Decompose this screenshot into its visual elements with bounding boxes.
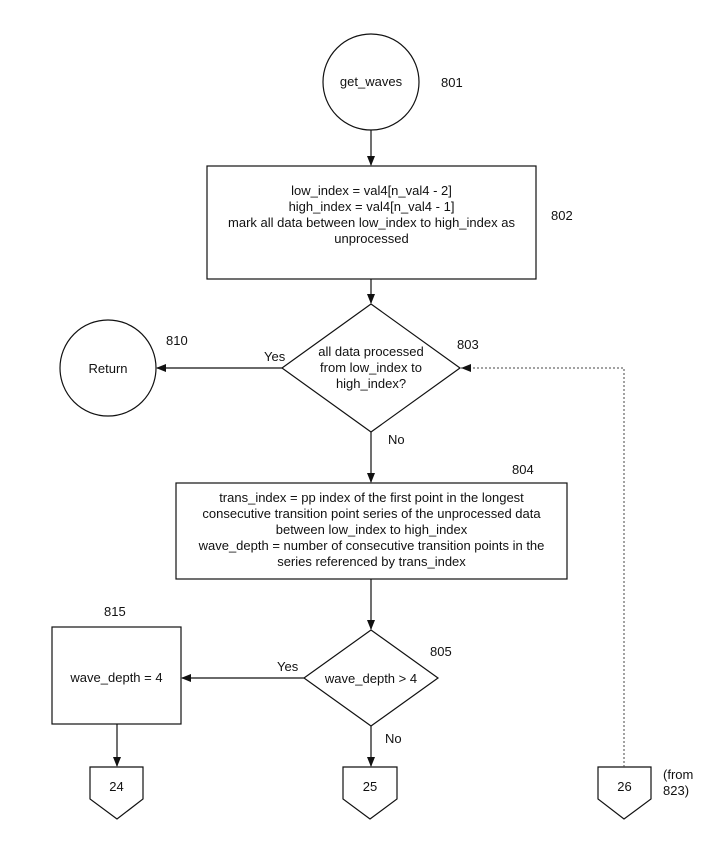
find-series-line-4: wave_depth = number of consecutive trans… [176,538,567,554]
ref-805: 805 [430,644,452,660]
init-process-text: low_index = val4[n_val4 - 2] high_index … [207,183,536,247]
return-node-label: Return [60,361,156,377]
start-node-label: get_waves [323,74,419,90]
ref-803: 803 [457,337,479,353]
edge-label-no-25: No [385,731,402,747]
connector-24-label: 24 [90,779,143,795]
edge-label-no-find: No [388,432,405,448]
connector-26-note-line-2: 823) [663,783,693,799]
connector-25-label: 25 [343,779,397,795]
ref-804: 804 [512,462,534,478]
init-line-2: high_index = val4[n_val4 - 1] [207,199,536,215]
processed-decision-line-1: all data processed [300,344,442,360]
init-line-1: low_index = val4[n_val4 - 2] [207,183,536,199]
edge-label-yes-return: Yes [264,349,285,365]
ref-801: 801 [441,75,463,91]
processed-decision-text: all data processed from low_index to hig… [300,344,442,392]
connector-26-label: 26 [598,779,651,795]
processed-decision-line-2: from low_index to [300,360,442,376]
find-series-line-5: series referenced by trans_index [176,554,567,570]
find-series-line-3: between low_index to high_index [176,522,567,538]
ref-802: 802 [551,208,573,224]
loop-back-arrowhead [461,364,471,372]
depth-decision-text: wave_depth > 4 [312,671,430,687]
find-series-line-1: trans_index = pp index of the first poin… [176,490,567,506]
find-series-line-2: consecutive transition point series of t… [176,506,567,522]
processed-decision-line-3: high_index? [300,376,442,392]
ref-810: 810 [166,333,188,349]
init-line-4: unprocessed [207,231,536,247]
connector-26-note-line-1: (from [663,767,693,783]
edge-label-yes-set: Yes [277,659,298,675]
connector-26-note: (from 823) [663,767,693,799]
init-line-3: mark all data between low_index to high_… [207,215,536,231]
ref-815: 815 [104,604,126,620]
set-depth-text: wave_depth = 4 [52,670,181,686]
find-series-text: trans_index = pp index of the first poin… [176,490,567,570]
